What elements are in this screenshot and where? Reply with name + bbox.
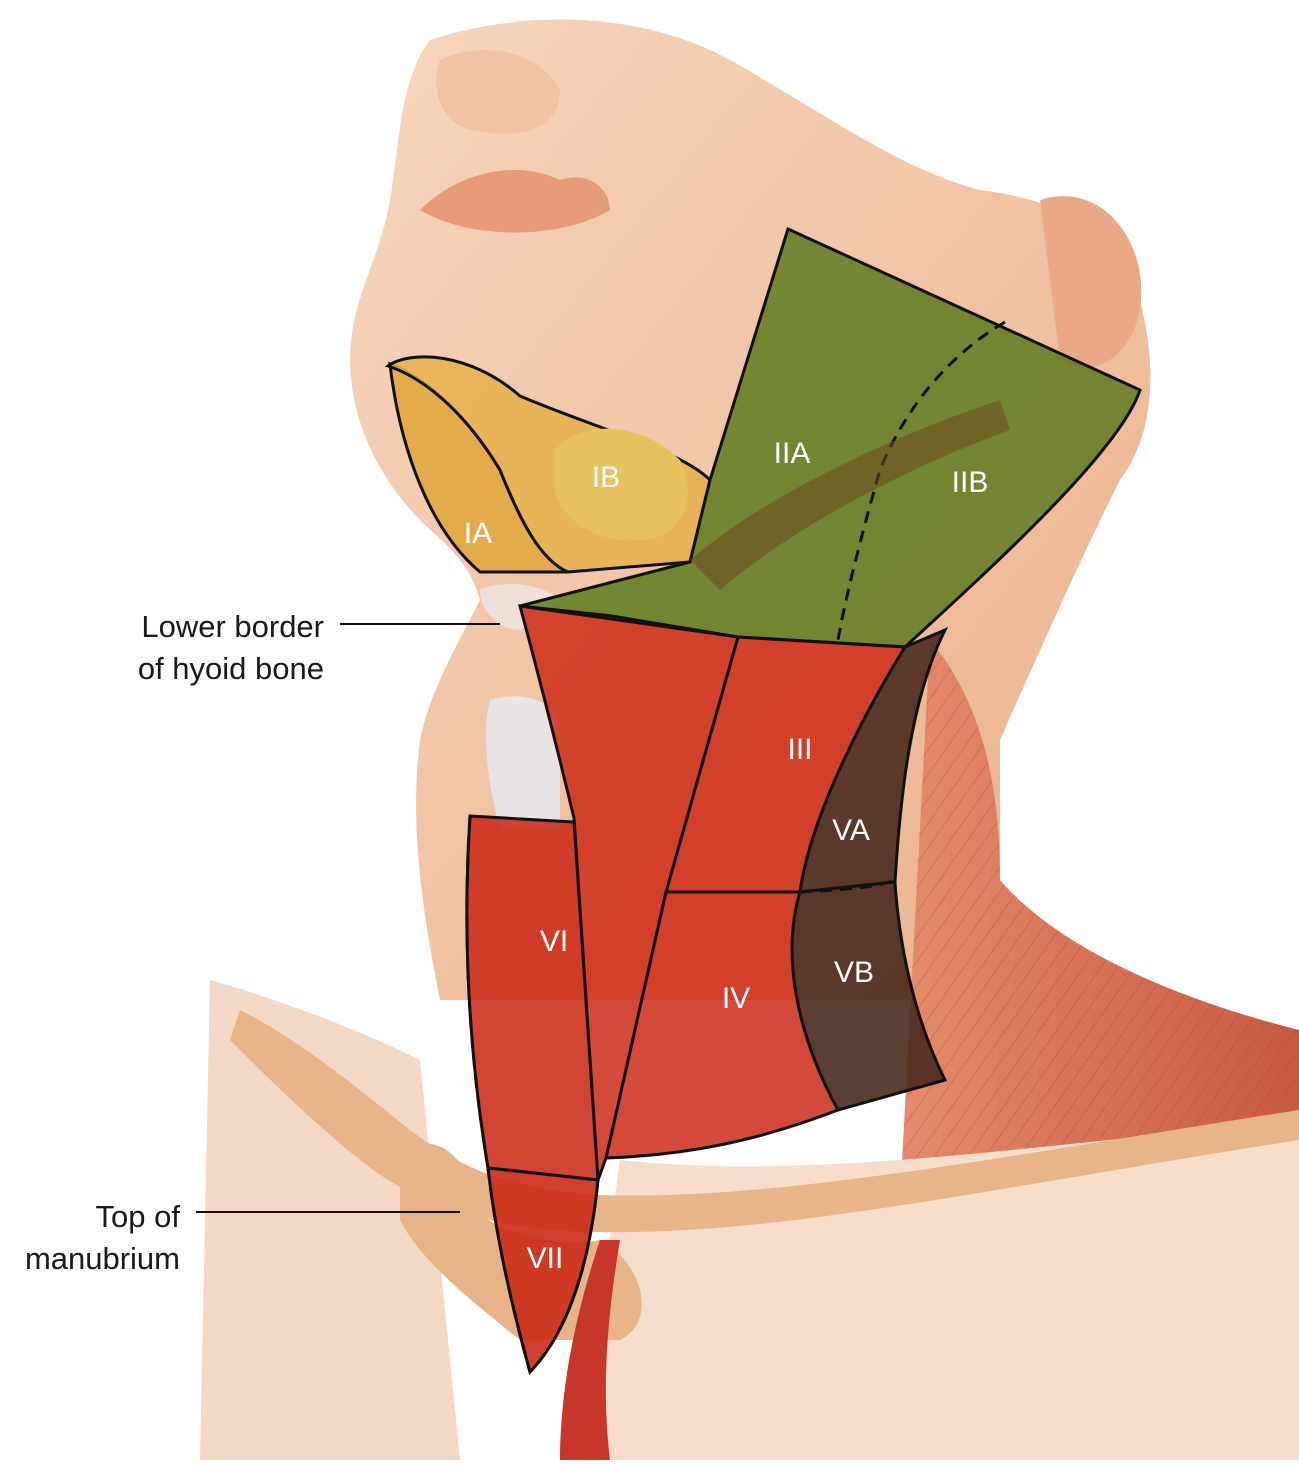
level-label-IIA: IIA <box>774 437 811 470</box>
ear <box>1040 196 1142 368</box>
level-label-IIB: IIB <box>952 466 989 499</box>
level-label-VB: VB <box>834 956 874 989</box>
level-label-VA: VA <box>832 814 870 847</box>
larynx <box>485 696 560 830</box>
level-label-VII: VII <box>527 1242 564 1275</box>
callout-hyoid-line2: of hyoid bone <box>137 651 324 686</box>
chest-skin <box>200 980 460 1460</box>
nose <box>436 50 560 134</box>
callout-manubrium: Top of manubrium <box>25 1196 180 1280</box>
aortic-arch <box>560 1240 620 1460</box>
level-IIA-IIB-divider <box>836 320 1006 641</box>
lips <box>420 170 610 233</box>
clavicle <box>230 1010 1299 1233</box>
level-VII-dashed-border <box>486 1167 600 1375</box>
sternocleidomastoid-band <box>690 400 1010 590</box>
callout-manubrium-line2: manubrium <box>24 1241 180 1276</box>
level-label-III: III <box>787 733 812 766</box>
level-label-IV: IV <box>722 982 750 1015</box>
level-VA-VB-divider <box>799 878 896 894</box>
level-VI-dashed-border <box>465 815 490 1169</box>
level-label-IB: IB <box>592 461 620 494</box>
submandibular-gland <box>555 428 688 541</box>
callout-hyoid-line1: Lower border <box>141 609 324 644</box>
level-label-VI: VI <box>540 925 568 958</box>
level-VI-region <box>465 814 600 1182</box>
callout-hyoid-bone: Lower border of hyoid bone <box>138 606 324 690</box>
callout-manubrium-line1: Top of <box>95 1199 180 1234</box>
level-label-IA: IA <box>464 517 492 550</box>
level-VI-upper-region <box>517 604 740 1181</box>
level-VB-region <box>790 880 948 1112</box>
